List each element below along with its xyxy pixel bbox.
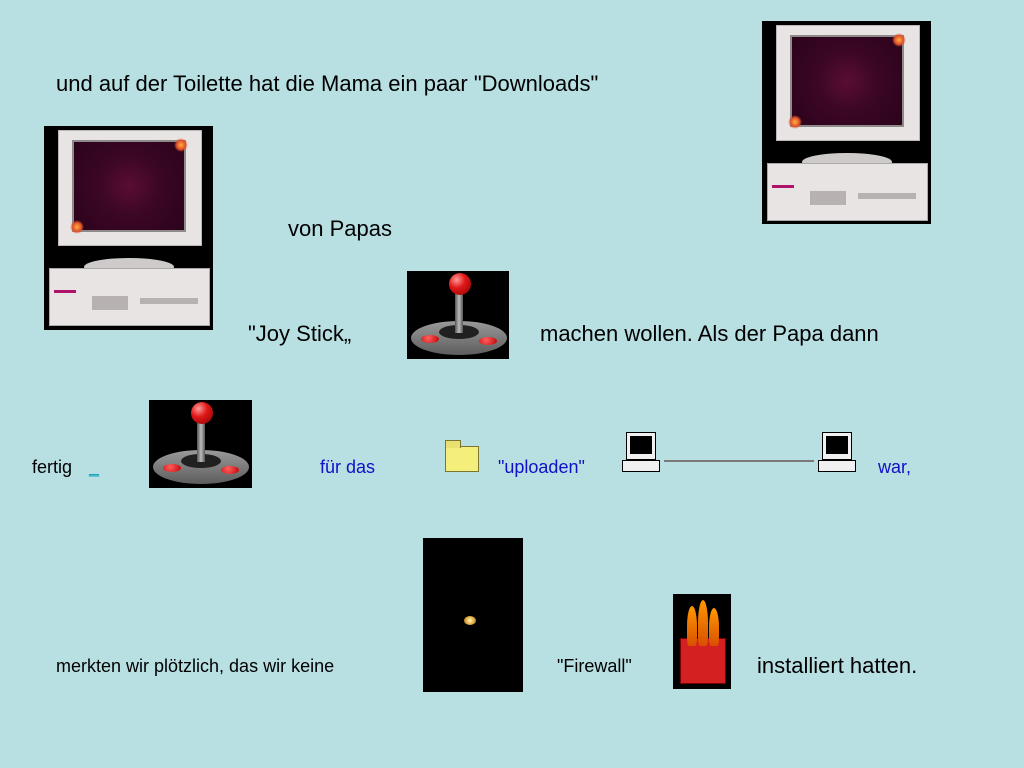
text-installiert: installiert hatten. [757,653,918,678]
text-fuer-das: für das [320,457,376,477]
joystick-icon [407,271,509,359]
line-downloads: und auf der Toilette hat die Mama ein pa… [56,71,599,96]
text-uploaden: "uploaden" [498,457,585,477]
line-machen-wollen: machen wollen. Als der Papa dann [540,321,879,346]
explosion-image [423,538,523,692]
line-joy-stick: "Joy Stick„ [248,321,352,346]
fertig-link[interactable]: _ [89,457,100,477]
text-firewall: "Firewall" [557,656,632,676]
text-merkten: merkten wir plötzlich, das wir keine [56,656,335,676]
network-computer-icon [618,432,664,476]
computer-icon [762,21,931,224]
text-fertig: fertig [32,457,73,477]
joystick-icon [149,400,252,488]
firewall-icon [673,594,731,689]
computer-icon [44,126,213,330]
folder-icon [445,440,479,472]
network-cable [664,460,814,462]
text-war: war, [878,457,912,477]
line-von-papas: von Papas [288,216,392,241]
network-computer-icon [814,432,860,476]
